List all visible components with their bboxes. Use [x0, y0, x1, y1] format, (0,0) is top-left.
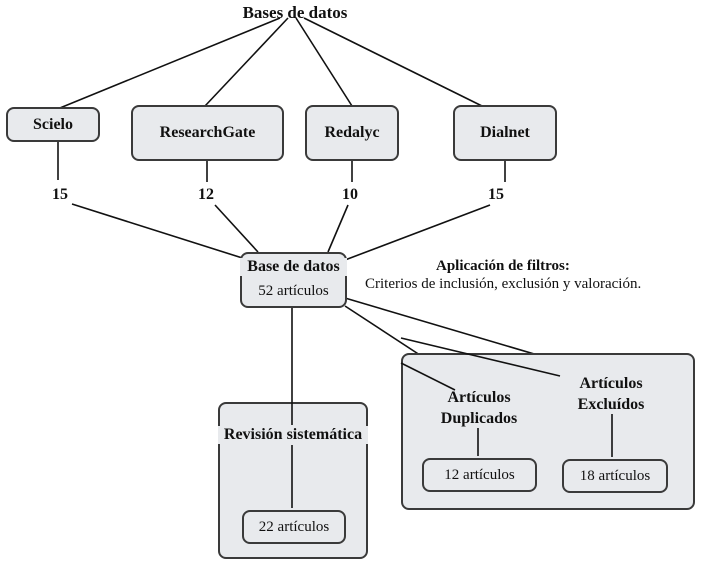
duplicated-count-box: 12 artículos [422, 458, 537, 492]
line-researchgate-merged [214, 204, 259, 253]
merged-database-box: Base de datos 52 artículos [240, 252, 347, 308]
review-title: Revisión sistemática [218, 426, 368, 444]
line-root-scielo [54, 17, 281, 111]
excluded-count: 18 artículos [579, 467, 651, 484]
line-scielo-merged [71, 203, 256, 263]
filter-outcomes-box: Artículos Duplicados Artículos Excluídos… [401, 353, 695, 510]
filters-description: Criterios de inclusión, exclusión y valo… [365, 276, 642, 292]
source-box-redalyc: Redalyc [305, 105, 399, 161]
source-label-dialnet: Dialnet [480, 124, 530, 141]
review-count: 22 artículos [258, 518, 330, 535]
filters-title: Aplicación de filtros: [436, 258, 570, 274]
root-title: Bases de datos [242, 3, 348, 22]
source-box-scielo: Scielo [6, 107, 100, 142]
duplicated-count: 12 artículos [444, 466, 515, 483]
duplicated-title-line1: Artículos [447, 389, 511, 406]
merged-database-title: Base de datos [240, 258, 347, 276]
excluded-count-box: 18 artículos [562, 459, 668, 493]
line-root-researchgate [204, 17, 289, 107]
source-label-researchgate: ResearchGate [159, 124, 256, 141]
duplicated-title-line2: Duplicados [440, 410, 518, 427]
duplicated-title: Artículos Duplicados [439, 387, 519, 429]
review-group-box: Revisión sistemática 22 artículos [218, 402, 368, 559]
line-dialnet-merged [344, 204, 491, 261]
review-count-box: 22 artículos [242, 510, 346, 544]
line-redalyc-merged [327, 204, 349, 253]
source-box-dialnet: Dialnet [453, 105, 557, 161]
source-box-researchgate: ResearchGate [131, 105, 284, 161]
source-label-redalyc: Redalyc [324, 124, 380, 141]
count-researchgate: 12 [198, 186, 214, 204]
merged-database-count: 52 artículos [258, 283, 329, 299]
excluded-title: Artículos Excluídos [571, 373, 651, 415]
count-redalyc: 10 [342, 186, 358, 204]
count-dialnet: 15 [488, 186, 504, 204]
excluded-title-line1: Artículos [579, 375, 643, 392]
source-label-scielo: Scielo [33, 115, 73, 133]
line-root-redalyc [295, 17, 353, 107]
excluded-title-line2: Excluídos [577, 396, 645, 413]
line-root-dialnet [303, 17, 483, 107]
count-scielo: 15 [52, 186, 68, 204]
